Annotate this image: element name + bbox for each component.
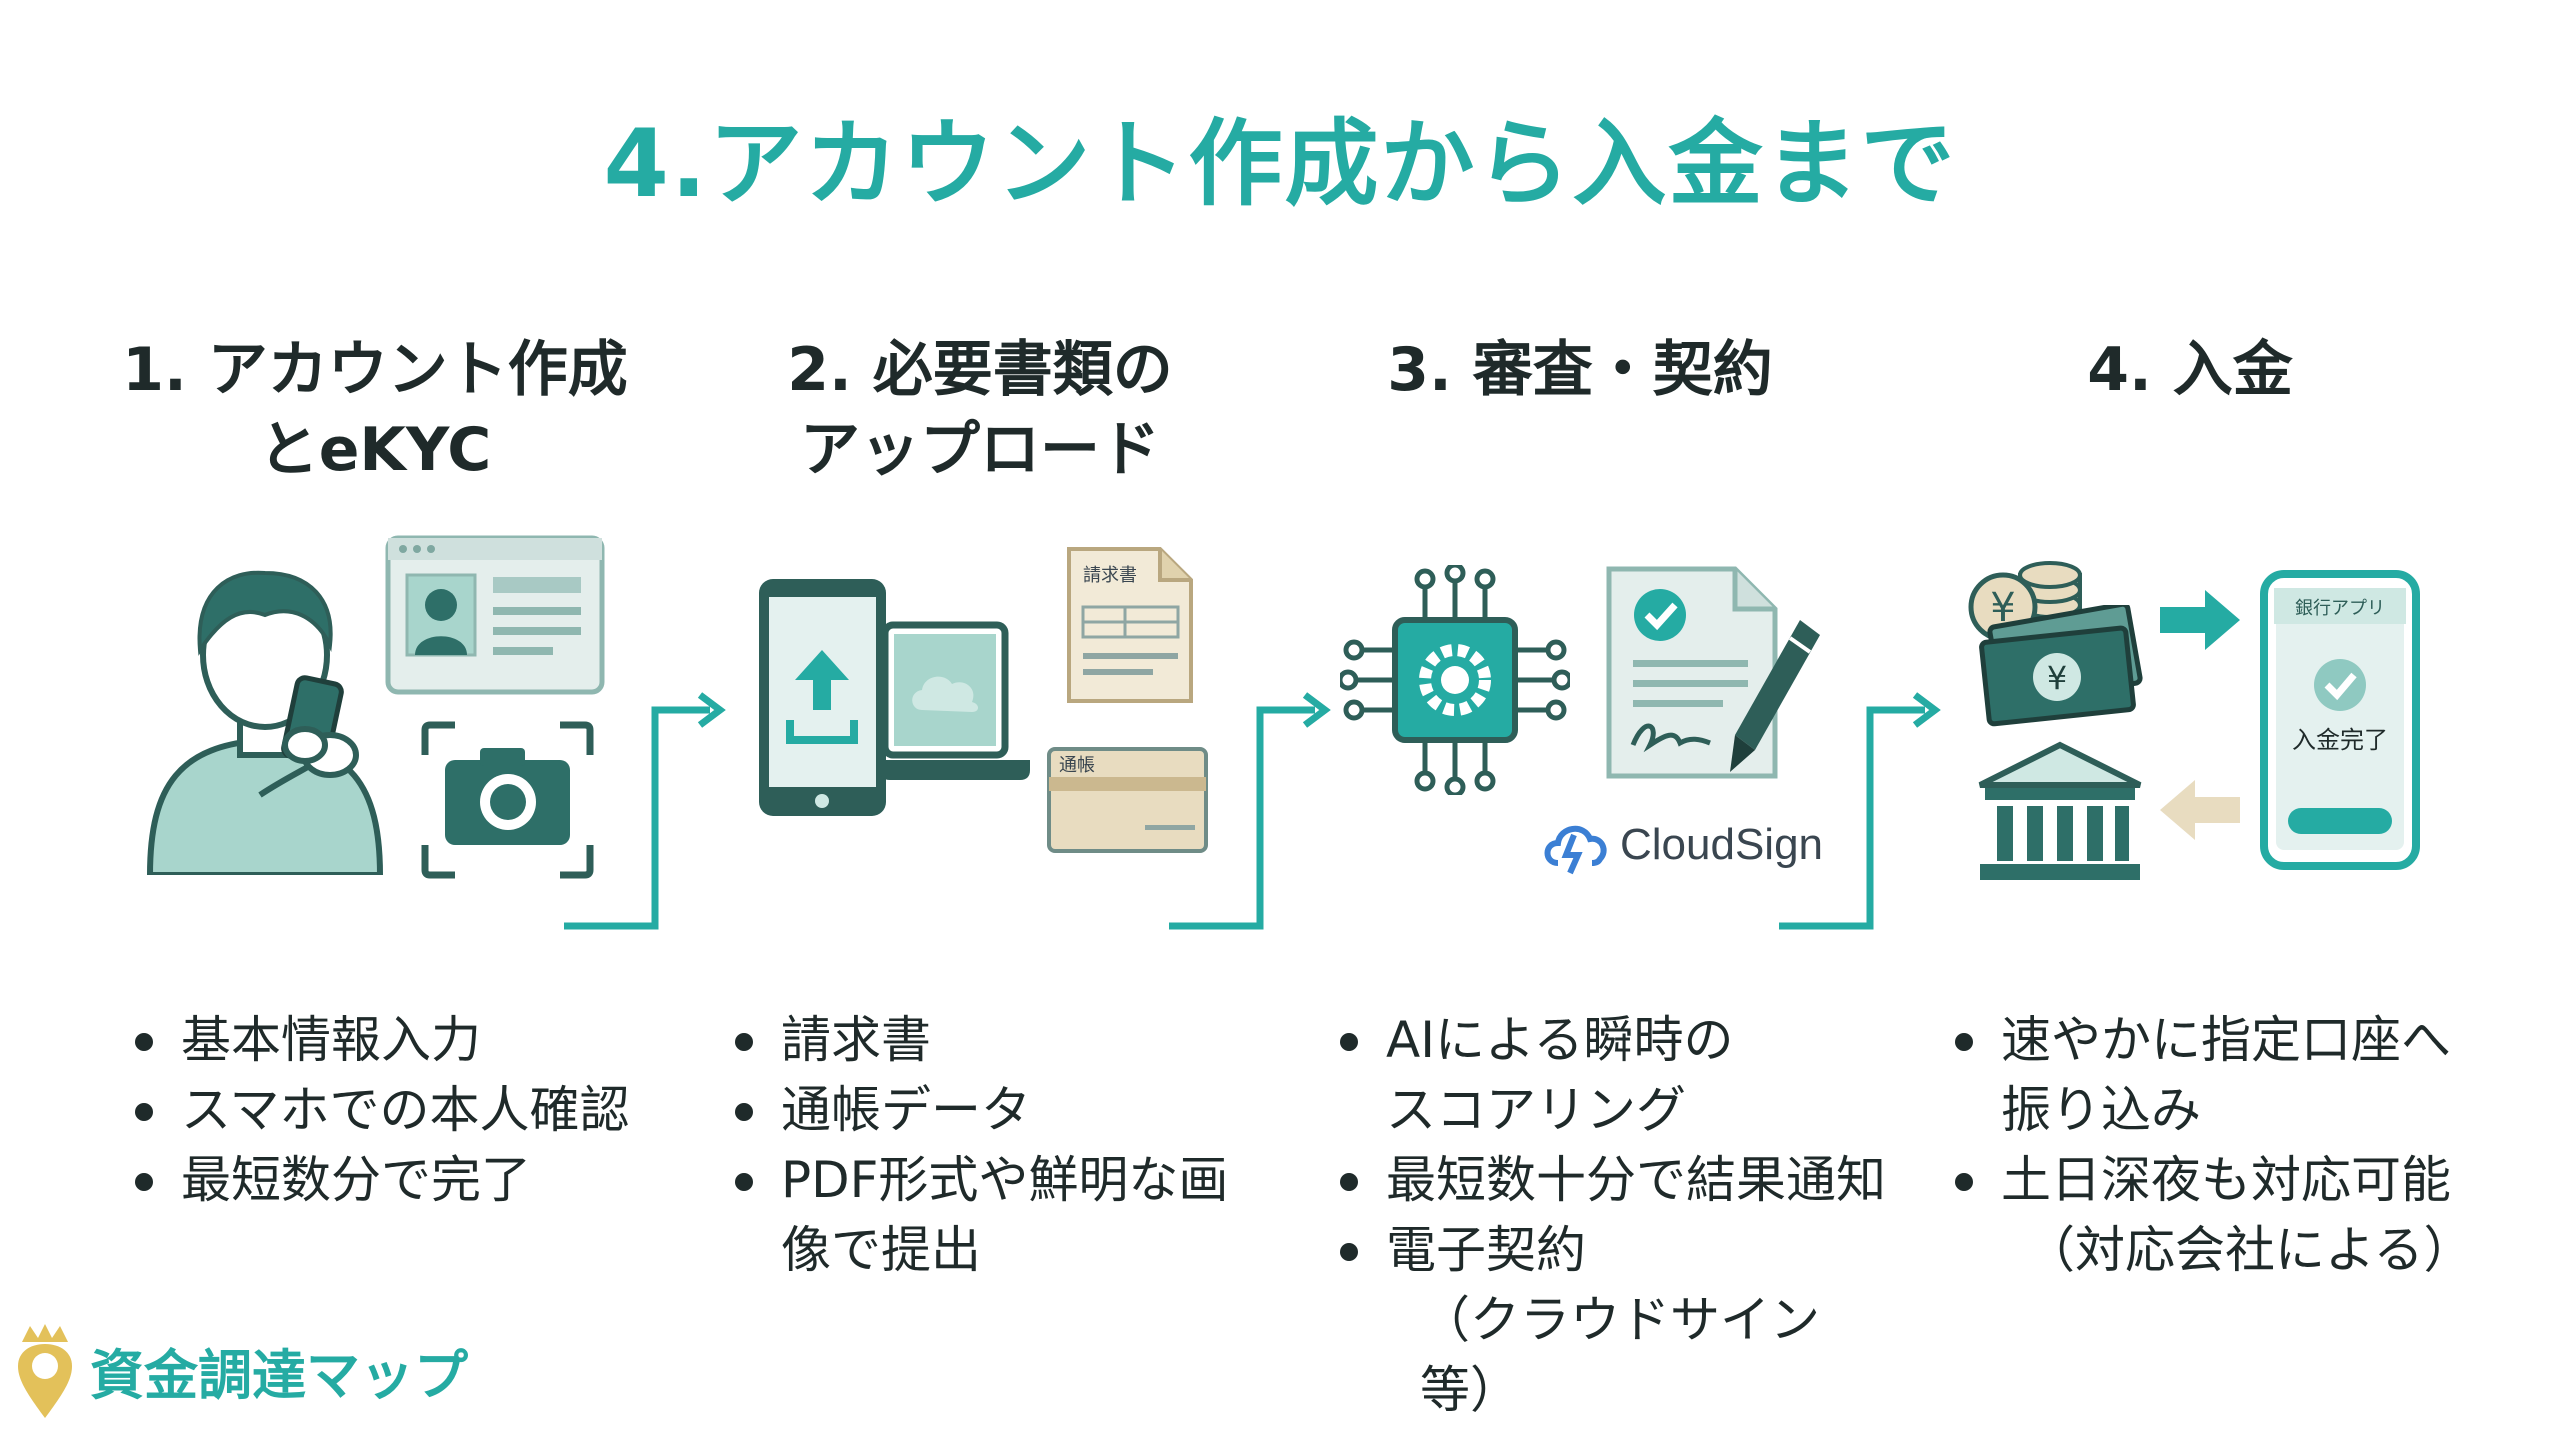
bullet: 電子契約 [1330,1215,1890,1285]
step-3-bullets: AIによる瞬時の スコアリング 最短数十分で結果通知 電子契約 （クラウドサイン… [1330,1005,1890,1425]
bullet: AIによる瞬時の [1330,1005,1890,1075]
bankbook-icon: 通帳 [1047,747,1208,853]
step-2-title: 2. 必要書類のアップロード [787,335,1173,485]
arrow-left-icon [2160,780,2240,840]
bullet: 通帳データ [725,1075,1245,1145]
bullet: スマホでの本人確認 [125,1075,645,1145]
step-4-bullets: 速やかに指定口座へ 振り込み 土日深夜も対応可能 （対応会社による） [1945,1005,2525,1285]
connector-1-2 [564,692,726,930]
connector-3-4 [1779,692,1941,930]
bullet-continuation: スコアリング [1386,1081,1686,1139]
brand-logo: 資金調達マップ [14,1320,468,1420]
map-pin-crown-icon [18,1324,72,1418]
step-2-bullets: 請求書 通帳データ PDF形式や鮮明な画 像で提出 [725,1005,1245,1285]
bullet-continuation: （クラウドサイン等） [1420,1291,1820,1419]
bullet: 基本情報入力 [125,1005,645,1075]
pen-icon [1730,620,1820,772]
bullet-continuation: 像で提出 [781,1221,981,1279]
arrow-right-icon [2160,590,2240,650]
step-1-title: 1. アカウント作成とeKYC [122,335,628,485]
cloudsign-label: CloudSign [1620,820,1824,869]
cloudsign-cloud-icon [1544,826,1607,875]
yen-bills-icon: ¥ [1979,605,2143,727]
bullet: PDF形式や鮮明な画 [725,1145,1245,1215]
step-3-title: 3. 審査・契約 [1387,335,1773,405]
upload-phone-icon [759,579,886,816]
bullet: 土日深夜も対応可能 [1945,1145,2525,1215]
step-1-bullets: 基本情報入力 スマホでの本人確認 最短数分で完了 [125,1005,645,1215]
page-title: 4.アカウント作成から入金まで [603,110,1957,219]
bullet: 請求書 [725,1005,1245,1075]
invoice-label: 請求書 [1083,565,1137,586]
camera-scan-icon [421,721,594,879]
person-holding-phone-icon [146,570,384,875]
laptop-cloud-icon [880,621,1030,780]
bank-building-icon [1978,741,2142,880]
deposit-complete-label: 入金完了 [2292,726,2388,754]
step-4-title: 4. 入金 [2087,335,2293,405]
bank-app-label: 銀行アプリ [2295,598,2385,619]
brand-name: 資金調達マップ [90,1343,468,1407]
bullet: 最短数分で完了 [125,1145,645,1215]
bullet-continuation: （対応会社による） [2025,1221,2474,1279]
bullet: 最短数十分で結果通知 [1330,1145,1890,1215]
connector-2-3 [1169,692,1331,930]
ai-chip-icon [1340,565,1570,795]
bankbook-label: 通帳 [1059,755,1095,776]
invoice-document-icon: 請求書 [1067,547,1193,703]
bullet-continuation: 振り込み [2001,1081,2201,1139]
bank-app-phone-icon: 銀行アプリ 入金完了 [2260,570,2420,870]
id-card-icon [385,535,605,695]
bullet: 速やかに指定口座へ [1945,1005,2525,1075]
yen-bill-symbol: ¥ [2047,659,2067,697]
cloudsign-logo: CloudSign [1540,815,1823,875]
